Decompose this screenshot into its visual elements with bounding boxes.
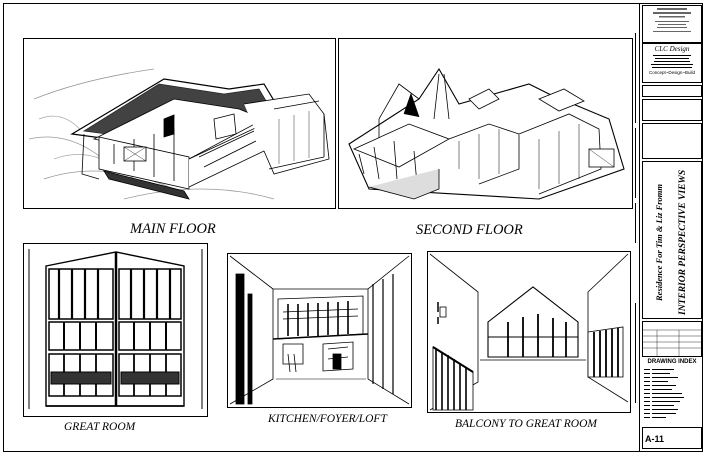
drawing-index-list [642, 367, 702, 427]
main-floor-caption: MAIN FLOOR [130, 221, 216, 237]
kitchen-foyer-loft-view [227, 253, 412, 408]
drawing-sheet [3, 3, 703, 452]
sheet-info-box [642, 321, 702, 357]
title-block: CLC Design Concept~Design~Build Residenc… [639, 3, 704, 452]
balcony-to-great-room-caption: BALCONY TO GREAT ROOM [455, 418, 597, 430]
project-name: Residence For Tim & Liz Fromm [654, 183, 664, 301]
owner-box [642, 99, 702, 121]
title-block-logo-box [642, 5, 702, 43]
second-floor-caption: SECOND FLOOR [416, 222, 523, 238]
company-name: CLC Design [654, 45, 690, 53]
great-room-caption: GREAT ROOM [64, 421, 136, 433]
second-floor-view [338, 38, 633, 209]
drawing-index-title: DRAWING INDEX [647, 359, 697, 365]
revision-box [642, 85, 702, 97]
kitchen-foyer-loft-caption: KITCHEN/FOYER/LOFT [268, 413, 387, 425]
company-box: CLC Design Concept~Design~Build [642, 43, 702, 83]
sheet-number: A-11 [645, 434, 665, 444]
company-tagline: Concept~Design~Build [648, 70, 696, 75]
sheet-number-box: A-11 [642, 427, 702, 449]
project-box [642, 161, 702, 319]
sheet-title: INTERIOR PERSPECTIVE VIEWS [678, 169, 688, 315]
sheet-notes-stripe [634, 3, 638, 452]
main-floor-view [23, 38, 336, 209]
balcony-to-great-room-view [427, 251, 631, 413]
notes-box [642, 123, 702, 159]
great-room-view [23, 243, 208, 417]
